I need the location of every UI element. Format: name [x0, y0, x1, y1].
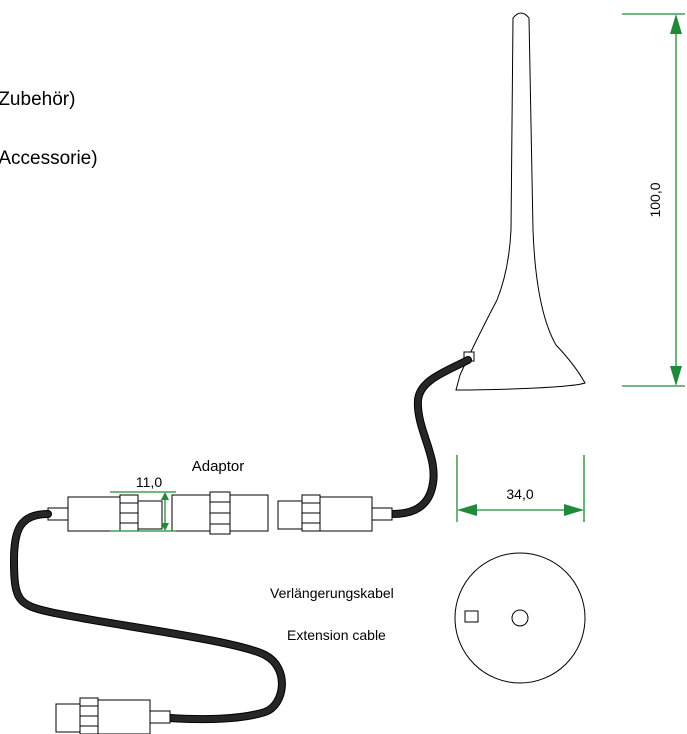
extension-cable-label-en: Extension cable: [287, 627, 386, 643]
adaptor: [171, 491, 269, 535]
antenna-whip: [455, 12, 586, 391]
antenna-base-bottom-view: [454, 552, 586, 684]
accessory-label-de: (Zubehör): [0, 89, 75, 110]
adaptor-label: Adaptor: [192, 458, 245, 475]
antenna-connector: [277, 494, 393, 532]
height-dimension-label: 100,0: [647, 182, 663, 217]
base-diameter-label: 34,0: [506, 486, 533, 502]
base-diameter-dimension: [456, 455, 585, 522]
extension-connector-top: [47, 494, 163, 532]
accessory-label-en: (Accessorie): [0, 148, 98, 169]
height-dimension: [622, 13, 685, 387]
extension-cable-label-de: Verlängerungskabel: [270, 585, 394, 601]
adaptor-dimension: [110, 491, 176, 532]
adaptor-dimension-label: 11,0: [136, 474, 162, 490]
extension-connector-bottom: [55, 697, 171, 734]
extension-cable: [10, 510, 286, 724]
